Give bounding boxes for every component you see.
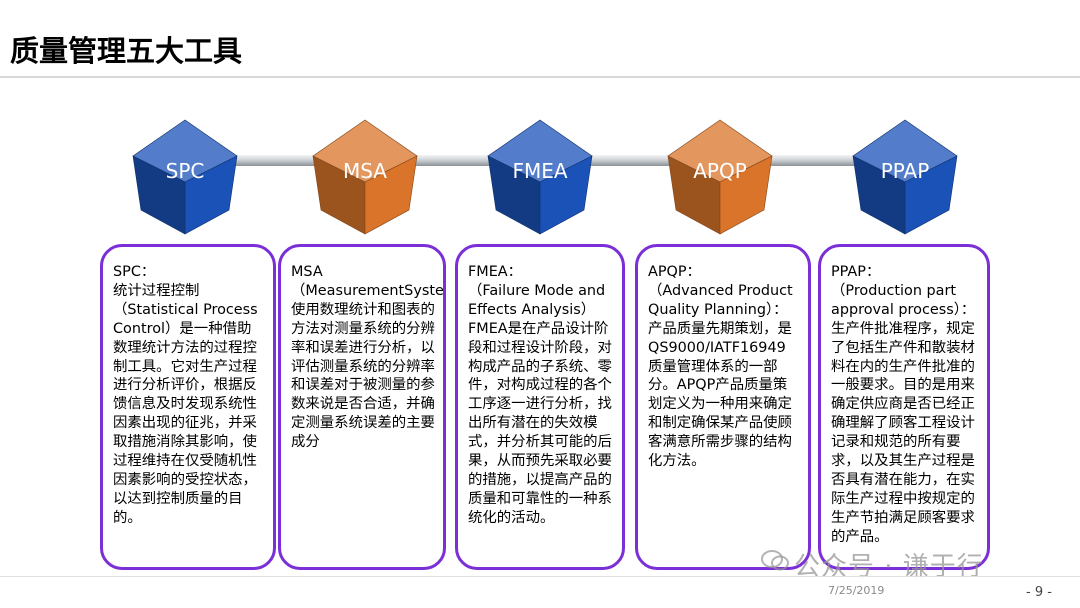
tool-cube-spc: SPC: [132, 119, 238, 235]
title-divider: [0, 76, 1080, 78]
tool-cube-label: PPAP: [881, 159, 930, 183]
tool-card-spc: SPC： 统计过程控制 （Statistical Process Control…: [100, 244, 276, 570]
footer-divider: [0, 576, 1080, 577]
tool-card-apqp: APQP： （Advanced Product Quality Planning…: [635, 244, 811, 570]
tool-card-msa: MSA （MeasurementSystemAnalysis）使用数理统计和图表…: [278, 244, 446, 570]
tool-card-ppap: PPAP： （Production part approval process）…: [818, 244, 990, 570]
connector-rod: [570, 155, 690, 166]
tool-card-fmea: FMEA： （Failure Mode and Effects Analysis…: [455, 244, 625, 570]
footer-date: 7/25/2019: [828, 584, 885, 597]
tool-cube-ppap: PPAP: [852, 119, 958, 235]
tool-cube-msa: MSA: [312, 119, 418, 235]
connector-rod: [750, 155, 875, 166]
page-number: - 9 -: [1026, 585, 1052, 600]
wechat-icon: [761, 550, 789, 571]
tool-cube-apqp: APQP: [667, 119, 773, 235]
tool-cube-fmea: FMEA: [487, 119, 593, 235]
tools-chain-diagram: SPC MSA FMEA APQP PPAP: [132, 119, 958, 235]
slide-title: 质量管理五大工具: [10, 34, 243, 68]
connector-rod: [395, 155, 510, 166]
tool-cube-label: MSA: [343, 159, 387, 183]
connector-rod: [215, 155, 335, 166]
tool-cube-label: SPC: [166, 159, 205, 183]
tool-cube-label: FMEA: [512, 159, 567, 183]
watermark-text: 公众号 · 谦于行: [794, 552, 984, 582]
tool-cube-label: APQP: [693, 159, 747, 183]
